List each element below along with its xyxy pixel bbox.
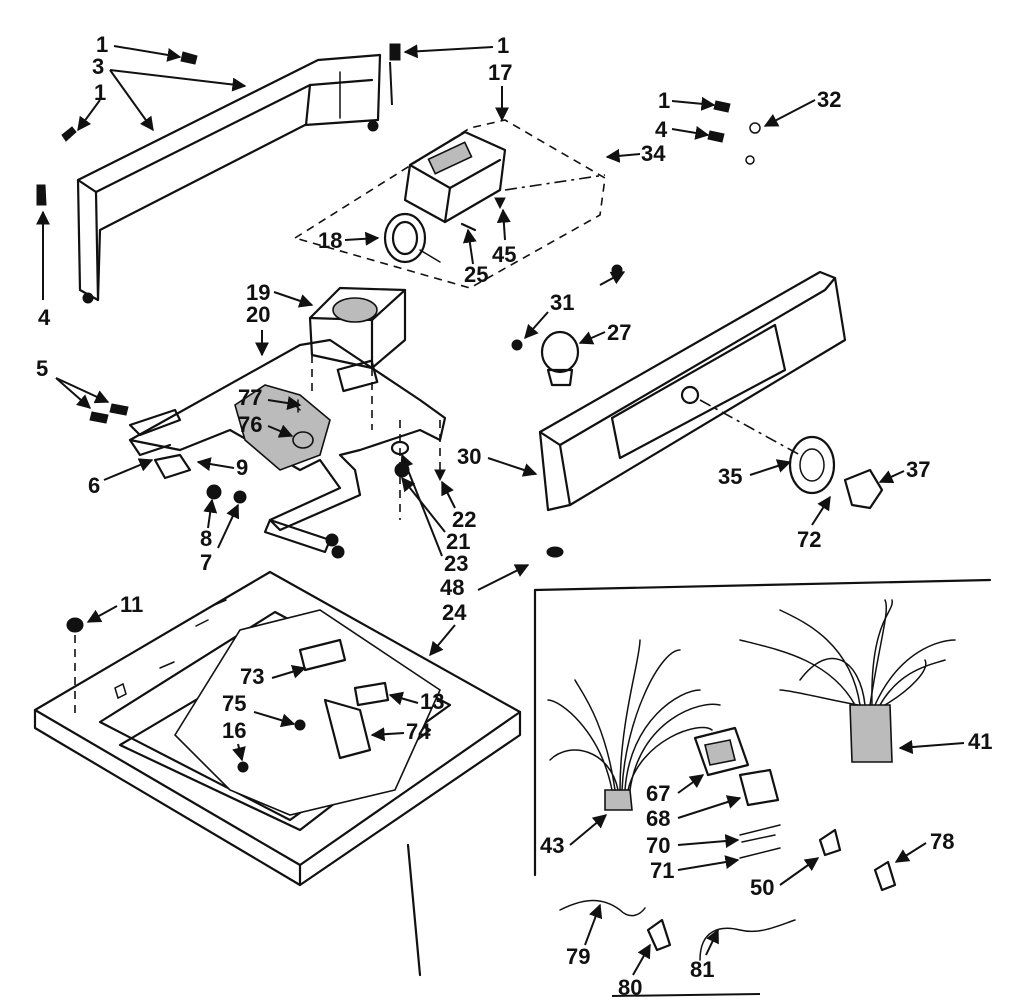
clip-parts bbox=[390, 420, 446, 520]
callout-label: 22 bbox=[452, 507, 476, 532]
callout-label: 37 bbox=[906, 457, 930, 482]
callout-label: 17 bbox=[488, 60, 512, 85]
screw-parts bbox=[36, 43, 761, 206]
callout-label: 1 bbox=[658, 88, 670, 113]
callout-labels: 1 3 1 4 1 17 1 4 32 34 18 25 45 19 20 31… bbox=[36, 32, 992, 1000]
wiring-harness-43 bbox=[547, 639, 721, 811]
wiring-harness-41 bbox=[739, 599, 956, 763]
callout-label: 76 bbox=[238, 412, 262, 437]
callout-label: 3 bbox=[92, 54, 104, 79]
callout-label: 48 bbox=[440, 575, 464, 600]
callout-label: 1 bbox=[497, 33, 509, 58]
air-duct bbox=[308, 286, 407, 430]
callout-label: 73 bbox=[240, 664, 264, 689]
callout-label: 9 bbox=[236, 455, 248, 480]
callout-label: 81 bbox=[690, 957, 714, 982]
callout-label: 75 bbox=[222, 691, 246, 716]
loose-wires bbox=[406, 843, 796, 977]
callout-label: 70 bbox=[646, 833, 670, 858]
callout-label: 24 bbox=[442, 600, 467, 625]
callout-label: 1 bbox=[96, 32, 108, 57]
callout-label: 13 bbox=[420, 689, 444, 714]
callout-label: 31 bbox=[550, 290, 574, 315]
callout-label: 74 bbox=[406, 719, 431, 744]
top-cabinet bbox=[33, 570, 522, 887]
callout-label: 11 bbox=[120, 592, 143, 617]
callout-label: 71 bbox=[650, 858, 674, 883]
callout-label: 21 bbox=[446, 529, 470, 554]
callout-label: 25 bbox=[464, 262, 488, 287]
callout-label: 79 bbox=[566, 944, 590, 969]
callout-label: 41 bbox=[968, 729, 992, 754]
callout-label: 4 bbox=[38, 305, 51, 330]
callout-label: 27 bbox=[607, 320, 631, 345]
callout-label: 6 bbox=[88, 473, 100, 498]
callout-label: 78 bbox=[930, 829, 954, 854]
wiring-harness-panel bbox=[533, 578, 992, 877]
callout-label: 4 bbox=[655, 117, 668, 142]
callout-label: 67 bbox=[646, 781, 670, 806]
callout-label: 34 bbox=[641, 141, 666, 166]
callout-label: 30 bbox=[457, 444, 481, 469]
terminal-blocks bbox=[693, 726, 897, 892]
callout-label: 18 bbox=[318, 228, 342, 253]
callout-label: 5 bbox=[36, 356, 48, 381]
callout-label: 8 bbox=[200, 526, 212, 551]
callout-label: 7 bbox=[200, 550, 212, 575]
leader-lines bbox=[36, 44, 965, 997]
callout-label: 45 bbox=[492, 242, 516, 267]
callout-label: 23 bbox=[444, 551, 468, 576]
callout-label: 20 bbox=[246, 302, 270, 327]
callout-label: 50 bbox=[750, 875, 774, 900]
callout-label: 68 bbox=[646, 806, 670, 831]
callout-label: 19 bbox=[246, 280, 270, 305]
rear-panel bbox=[76, 53, 382, 304]
callout-label: 32 bbox=[817, 87, 841, 112]
plug-part bbox=[66, 617, 84, 718]
control-panel bbox=[538, 270, 847, 558]
timer-assembly bbox=[293, 119, 606, 289]
callout-label: 77 bbox=[238, 385, 262, 410]
callout-label: 43 bbox=[540, 833, 564, 858]
callout-label: 16 bbox=[222, 718, 246, 743]
callout-label: 72 bbox=[797, 527, 821, 552]
callout-label: 1 bbox=[94, 80, 106, 105]
callout-label: 35 bbox=[718, 464, 742, 489]
